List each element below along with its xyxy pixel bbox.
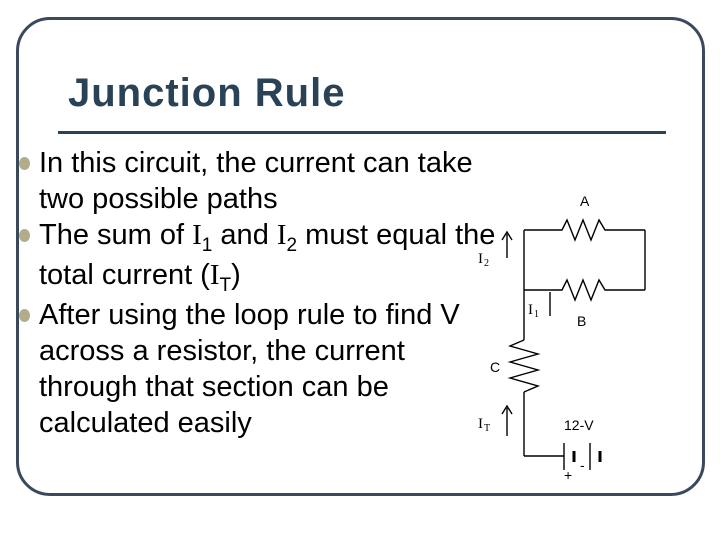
it-symbol: I (478, 416, 483, 432)
resistor-b-branch (524, 278, 645, 302)
resistor-a-label: A (580, 193, 590, 209)
current-symbol-it: I (209, 259, 220, 291)
battery-label: 12-V (564, 417, 594, 433)
bullet-text-sum-a: The sum of (39, 219, 193, 251)
i2-subscript: 2 (484, 258, 489, 269)
subscript-t: T (219, 275, 232, 296)
bullet-dot-icon (19, 229, 30, 242)
bullet-text-sum-c: must equal the total current ( (39, 219, 496, 291)
resistor-b-label: B (577, 313, 586, 329)
title-underline (58, 131, 666, 134)
slide-title: Junction Rule (68, 71, 346, 115)
bullet-list: In this circuit, the current can take tw… (19, 145, 499, 441)
resistor-c-zigzag (507, 339, 541, 393)
i1-symbol: I (528, 302, 533, 318)
bullet-text-sum-d: ) (231, 259, 241, 291)
i2-arrowhead (501, 230, 513, 241)
resistor-c-label: C (490, 359, 500, 375)
current-symbol-i2: I (276, 219, 287, 251)
it-arrowhead (501, 404, 513, 415)
bullet-text-sum-b: and (212, 219, 277, 251)
it-subscript: T (484, 423, 490, 434)
battery-terminal-sign: - (580, 457, 585, 473)
bullet-item-sum: The sum of I1 and I2 must equal the tota… (19, 217, 499, 297)
i1-subscript: 1 (534, 309, 539, 320)
current-symbol-i1: I (192, 219, 202, 251)
i2-symbol: I (478, 251, 483, 267)
bullet-item-loop-rule: After using the loop rule to find V acro… (19, 297, 499, 441)
bullet-dot-icon (19, 157, 30, 170)
bullet-item-paths: In this circuit, the current can take tw… (19, 145, 499, 217)
bullet-text-paths: In this circuit, the current can take tw… (39, 147, 473, 215)
bullet-text-loop-rule: After using the loop rule to find V acro… (39, 299, 460, 439)
resistor-a-branch (524, 218, 645, 242)
circuit-diagram: - + A B C 12-V I 2 I 1 I T (478, 193, 646, 483)
subscript-1: 1 (201, 235, 213, 256)
slide-frame (16, 17, 705, 496)
battery-terminal-sign-plus: + (564, 467, 572, 483)
bullet-dot-icon (19, 309, 30, 322)
subscript-2: 2 (286, 235, 298, 256)
